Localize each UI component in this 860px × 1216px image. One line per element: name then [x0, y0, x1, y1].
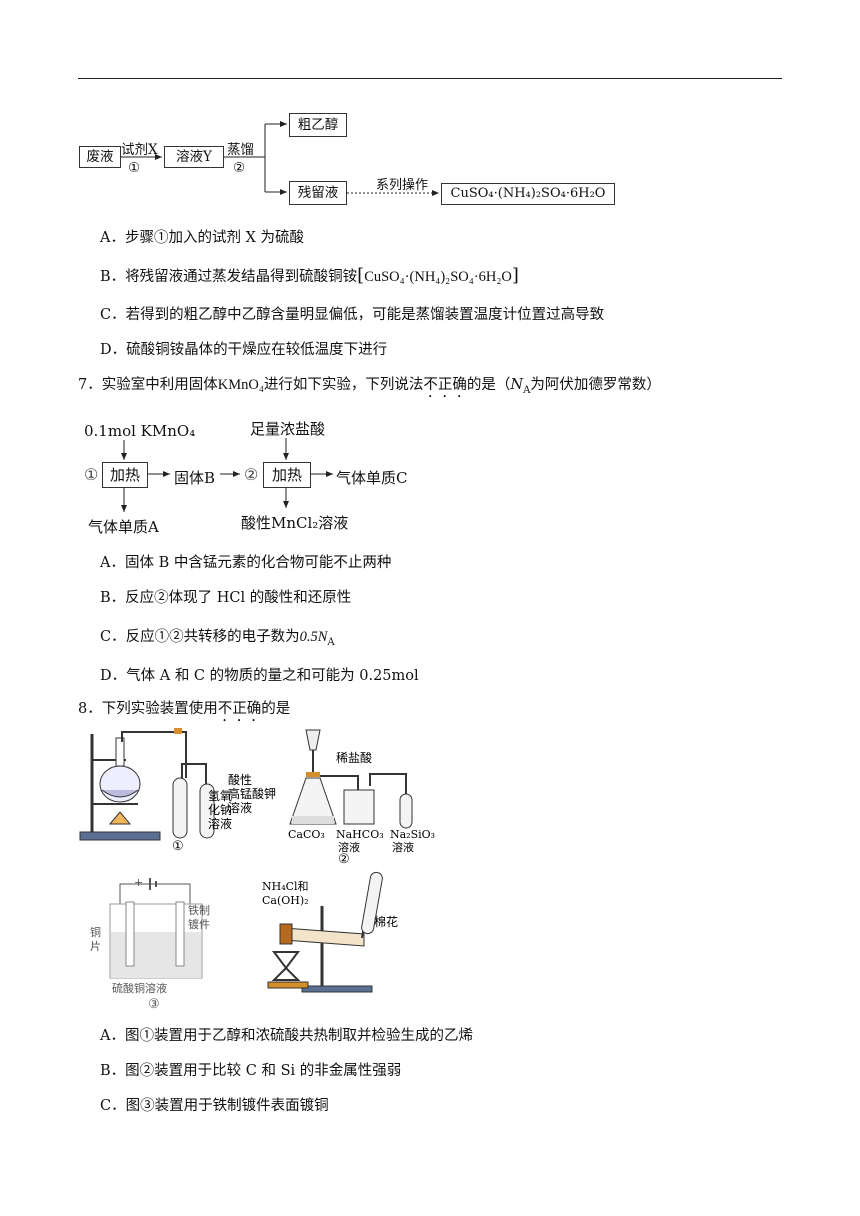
flow-label-step2: ② — [233, 160, 246, 176]
fig4-cotton: 棉花 — [374, 914, 398, 929]
flow2-solid-b: 固体B — [174, 469, 216, 487]
fig1-kmno4-2: 高锰酸钾 — [228, 786, 276, 801]
flow2-gas-a: 气体单质A — [88, 518, 159, 536]
q7-option-c-value: 0.5N — [299, 629, 328, 645]
q6-option-b-text: B．将残留液通过蒸发结晶得到硫酸铜铵 — [100, 269, 358, 285]
fig4-reagents-2: Ca(OH)₂ — [262, 894, 309, 907]
flow2-mncl2: 酸性MnCl₂溶液 — [241, 514, 349, 532]
flow-box-waste: 废液 — [79, 146, 121, 168]
flow-arrows-2 — [121, 438, 333, 512]
fig3-label: ③ — [148, 997, 160, 1012]
fig2-na2sio3-2: 溶液 — [392, 840, 414, 854]
q7-stem-end: 为阿伏加德罗常数） — [530, 377, 661, 393]
q7-stem-mid: 进行如下实验，下列说法 — [263, 377, 424, 393]
fig1-label: ① — [172, 839, 184, 854]
flow2-heat2: 加热 — [263, 462, 311, 488]
q7-stem: 7．实验室中利用固体KMnO₄进行如下实验，下列说法不正确的是（NA为阿伏加德罗… — [78, 373, 661, 401]
fig1-naoh-1: 氢氧 — [208, 788, 232, 803]
fig2-hcl: 稀盐酸 — [336, 750, 372, 765]
flow-box-solution-y: 溶液Y — [164, 146, 224, 168]
q6-option-b: B．将残留液通过蒸发结晶得到硫酸铜铵[CuSO₄·(NH₄)₂SO₄·6H₂O] — [100, 265, 519, 286]
q7-stem-na-sub: A — [523, 384, 531, 396]
q7-stem-pre: 7．实验室中利用固体 — [78, 377, 218, 393]
fig1-kmno4-1: 酸性 — [228, 772, 252, 787]
q7-option-b: B．反应②体现了 HCl 的酸性和还原性 — [100, 590, 352, 606]
svg-text:+: + — [134, 876, 143, 889]
q8-option-a: A．图①装置用于乙醇和浓硫酸共热制取并检验生成的乙烯 — [100, 1028, 473, 1044]
apparatus-figure-2: 稀盐酸 CaCO₃ NaHCO₃ 溶液 Na₂SiO₃ 溶液 ② — [288, 729, 435, 864]
q6-option-d: D．硫酸铜铵晶体的干燥应在较低温度下进行 — [100, 342, 388, 358]
fig4-reagents-1: NH₄Cl和 — [262, 880, 309, 893]
q8-stem: 8．下列实验装置使用不正确的是 — [78, 697, 290, 725]
fig3-solution: 硫酸铜溶液 — [112, 981, 167, 995]
fig2-na2sio3-1: Na₂SiO₃ — [390, 828, 435, 841]
q6-option-a: A．步骤①加入的试剂 X 为硫酸 — [100, 230, 305, 246]
fig2-nahco3-1: NaHCO₃ — [336, 828, 384, 841]
fig1-kmno4-3: 溶液 — [228, 800, 252, 815]
q7-stem-post: 的是（ — [466, 377, 511, 393]
q8-option-c: C．图③装置用于铁制镀件表面镀铜 — [100, 1098, 329, 1114]
flow2-step2: ② — [244, 465, 259, 484]
q8-stem-emph: 不正确 — [217, 701, 262, 717]
q7-stem-emph: 不正确 — [423, 377, 467, 393]
header-rule — [78, 78, 782, 79]
fig3-fe-2: 镀件 — [188, 917, 210, 931]
apparatus-figure-3: + 铜 片 铁制 镀件 硫酸铜溶液 ③ — [90, 876, 210, 1012]
q8-stem-post: 的是 — [261, 701, 291, 717]
q8-stem-pre: 8．下列实验装置使用 — [78, 701, 218, 717]
fig3-cu-1: 铜 — [90, 925, 101, 939]
flow-box-product: CuSO₄·(NH₄)₂SO₄·6H₂O — [441, 183, 615, 205]
q7-option-c: C．反应①②共转移的电子数为0.5NA — [100, 625, 335, 648]
flow2-acid: 足量浓盐酸 — [250, 420, 326, 438]
flow-arrows-1 — [120, 121, 439, 196]
apparatus-figure-1: 氢氧 化钠 溶液 酸性 高锰酸钾 溶液 ① — [79, 728, 276, 854]
fig2-nahco3-2: 溶液 — [338, 840, 360, 854]
fig1-naoh-2: 化钠 — [208, 802, 232, 817]
q7-stem-na: N — [510, 377, 524, 393]
q8-option-b: B．图②装置用于比较 C 和 Si 的非金属性强弱 — [100, 1063, 402, 1079]
q6-option-b-formula: CuSO₄·(NH₄)₂SO₄·6H₂O — [364, 269, 512, 285]
fig1-naoh-3: 溶液 — [208, 816, 232, 831]
flow-label-step1: ① — [128, 160, 141, 176]
fig2-label: ② — [338, 852, 350, 864]
flow2-input-top: 0.1mol KMnO₄ — [84, 422, 196, 440]
flow2-gas-c: 气体单质C — [336, 469, 408, 487]
flow-label-series: 系列操作 — [376, 178, 429, 193]
fig2-caco3: CaCO₃ — [288, 828, 325, 841]
flow2-step1: ① — [84, 465, 99, 484]
flow-box-residue: 残留液 — [289, 181, 347, 205]
flow2-heat1: 加热 — [102, 462, 148, 488]
q7-option-c-text: C．反应①②共转移的电子数为 — [100, 629, 300, 645]
flow-label-distill: 蒸馏 — [227, 142, 254, 158]
q7-stem-formula: KMnO₄ — [217, 377, 264, 393]
q6-option-c: C．若得到的粗乙醇中乙醇含量明显偏低，可能是蒸馏装置温度计位置过高导致 — [100, 307, 605, 323]
flow-label-reagent: 试剂X — [121, 142, 158, 158]
apparatus-figure-4: NH₄Cl和 Ca(OH)₂ 棉花 — [262, 871, 398, 993]
q7-option-a: A．固体 B 中含锰元素的化合物可能不止两种 — [100, 555, 392, 571]
flow-box-crude-ethanol: 粗乙醇 — [289, 113, 347, 137]
fig3-cu-2: 片 — [90, 940, 101, 953]
q7-option-d: D．气体 A 和 C 的物质的量之和可能为 0.25mol — [100, 668, 419, 684]
fig3-fe-1: 铁制 — [188, 904, 210, 917]
q7-option-c-sub: A — [327, 636, 335, 648]
